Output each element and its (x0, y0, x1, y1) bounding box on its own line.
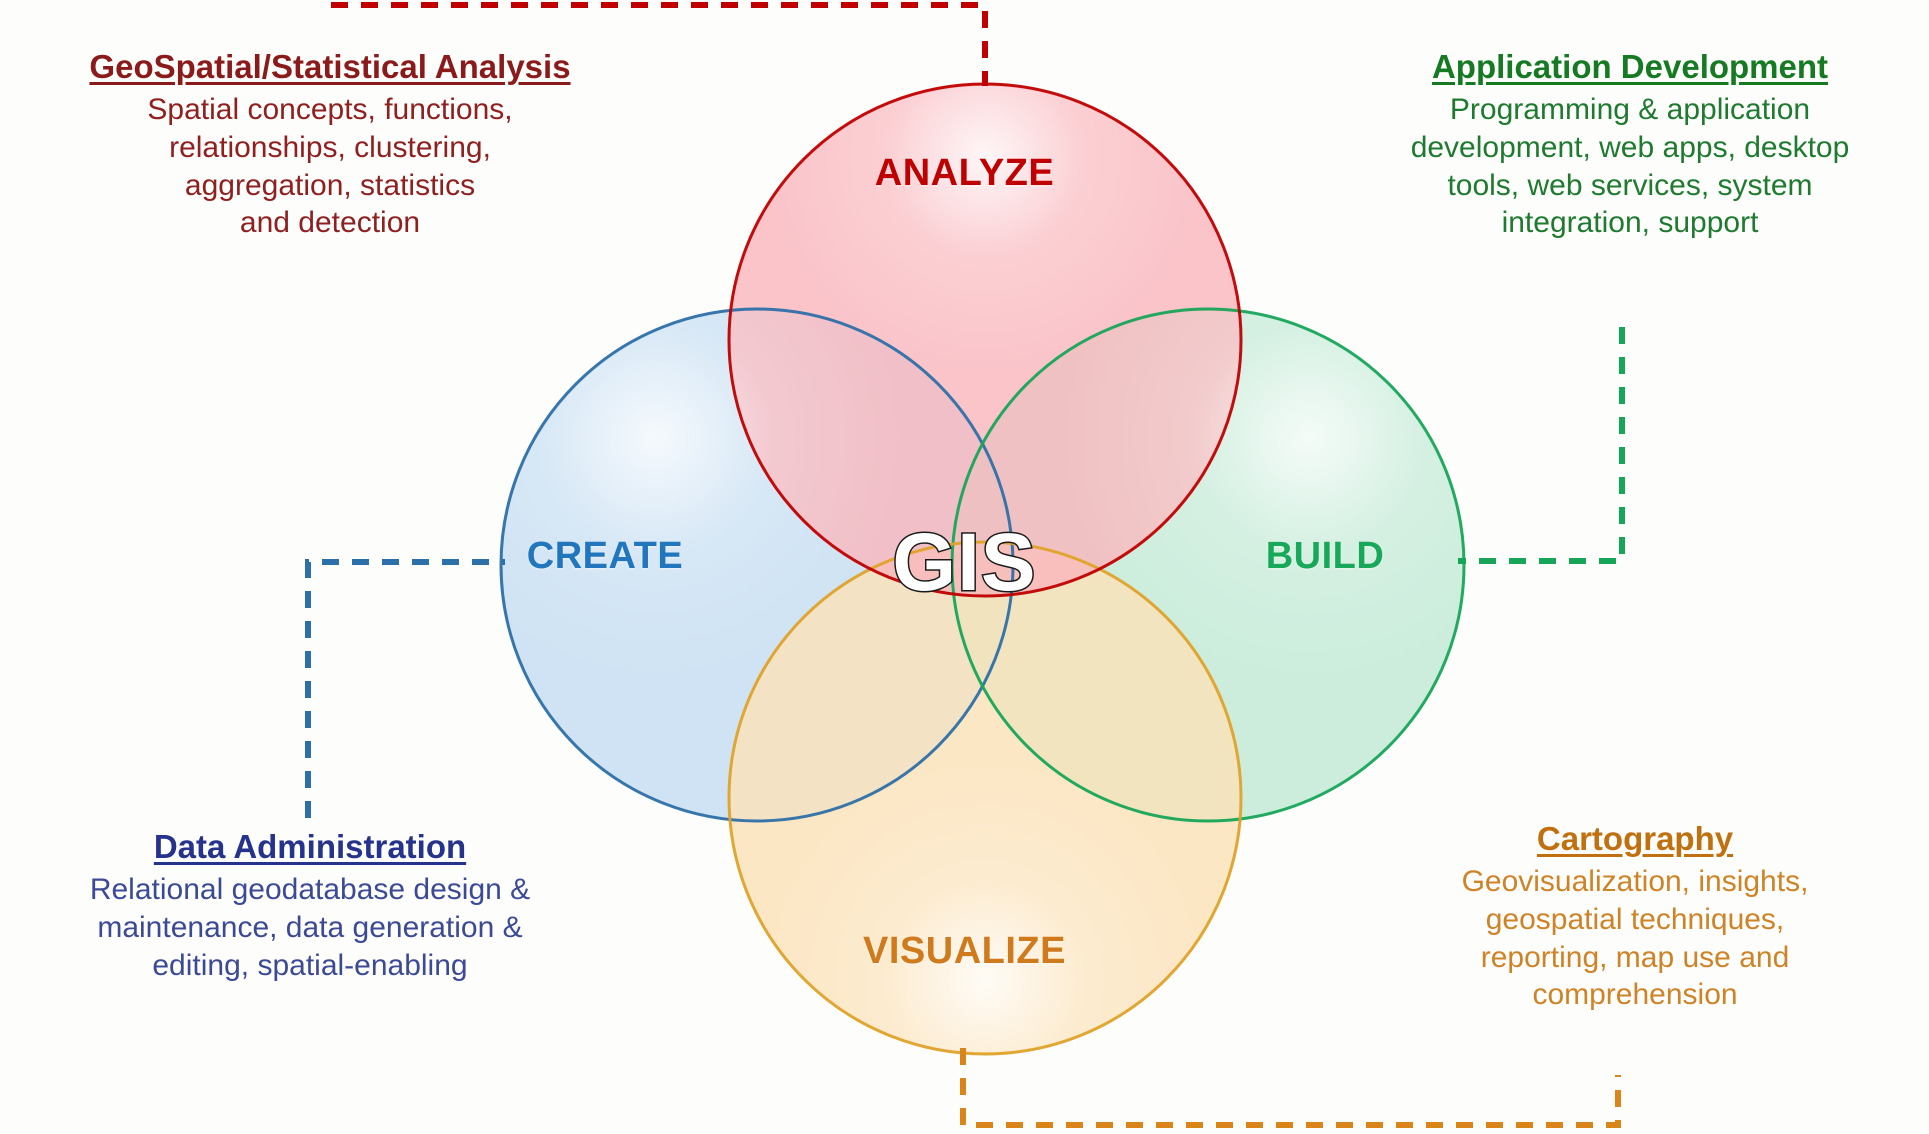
annotation-line: Geovisualization, insights, (1461, 865, 1809, 898)
annotation-geospatial-statistical-analysis: GeoSpatial/Statistical Analysis Spatial … (20, 48, 640, 242)
annotation-line: tools, web services, system (1447, 168, 1813, 202)
annotation-line: integration, support (1501, 206, 1759, 240)
annotation-line: Relational geodatabase design & (89, 873, 531, 906)
annotation-heading: Data Administration (153, 828, 467, 865)
annotation-line: Spatial concepts, functions, (147, 93, 513, 126)
annotation-line: maintenance, data generation & (97, 910, 523, 944)
annotation-heading: GeoSpatial/Statistical Analysis (89, 48, 571, 85)
annotation-line: development, web apps, desktop (1410, 130, 1850, 164)
annotation-body: Geovisualization, insights, geospatial t… (1355, 863, 1915, 1014)
annotation-line: relationships, clustering, (169, 130, 491, 164)
annotation-line: editing, spatial-enabling (152, 948, 468, 982)
annotation-line: reporting, map use and (1480, 940, 1790, 974)
annotation-body: Programming & application development, w… (1340, 91, 1920, 242)
annotation-cartography: Cartography Geovisualization, insights, … (1355, 820, 1915, 1014)
annotation-body: Relational geodatabase design & maintena… (10, 871, 610, 984)
venn-circle-visualize[interactable] (729, 542, 1241, 1054)
annotation-line: geospatial techniques, (1485, 902, 1785, 936)
annotation-body: Spatial concepts, functions, relationshi… (20, 91, 640, 242)
annotation-data-administration: Data Administration Relational geodataba… (10, 828, 610, 984)
annotation-line: aggregation, statistics (184, 168, 476, 202)
annotation-line: Programming & application (1449, 93, 1811, 126)
annotation-line: comprehension (1532, 978, 1738, 1012)
venn-circle-analyze[interactable] (729, 84, 1241, 596)
annotation-line: and detection (239, 206, 421, 240)
annotation-application-development: Application Development Programming & ap… (1340, 48, 1920, 242)
annotation-heading: Application Development (1431, 48, 1829, 85)
annotation-heading: Cartography (1536, 820, 1734, 857)
